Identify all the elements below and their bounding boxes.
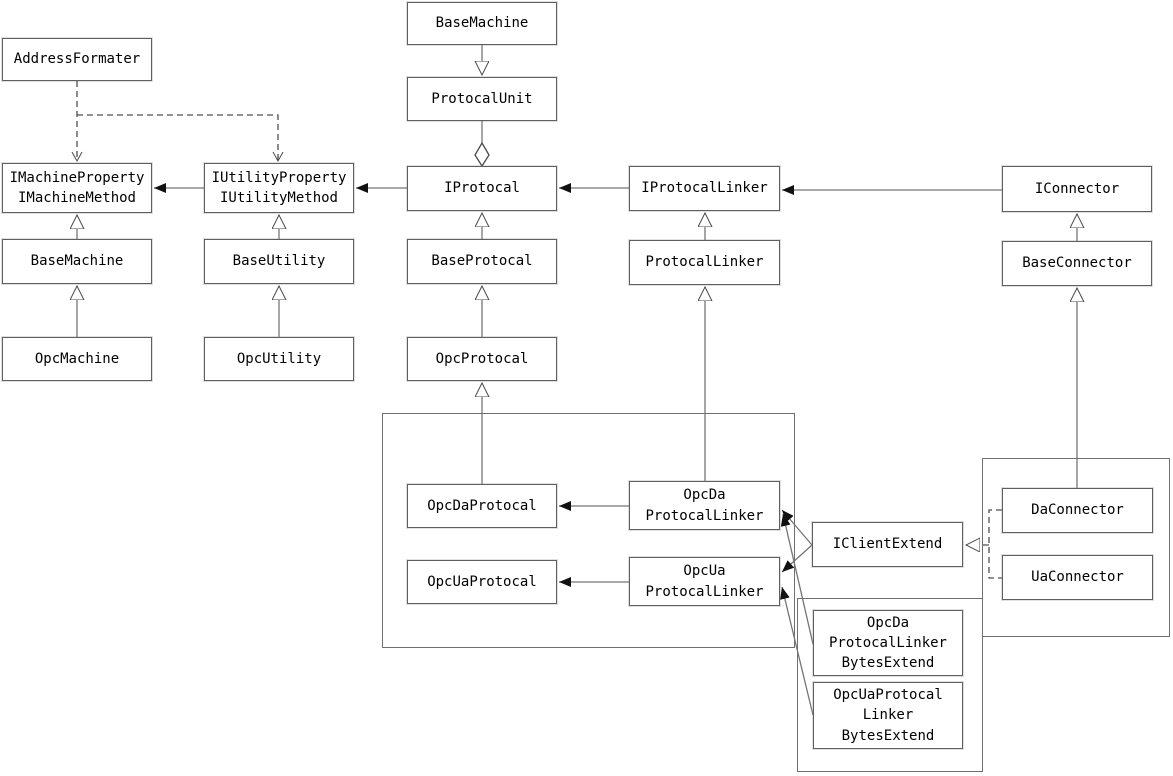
node-opcmachine: OpcMachine <box>2 337 152 381</box>
node-opcutility: OpcUtility <box>204 337 354 381</box>
node-opcdaprotocallinkerbytesextend: OpcDa ProtocalLinker BytesExtend <box>813 610 963 676</box>
node-opcdaprotocallinker: OpcDa ProtocalLinker <box>629 481 780 530</box>
node-addressformater: AddressFormater <box>2 38 152 81</box>
arrow-opcdabytes-to-opcdalinker <box>780 513 814 645</box>
node-baseutility: BaseUtility <box>204 239 354 284</box>
dependency-addressformater-to-iutility <box>77 114 284 163</box>
node-basemachine: BaseMachine <box>2 239 152 284</box>
container-bytes-extend-group <box>797 598 983 772</box>
node-opcprotocal: OpcProtocal <box>407 337 557 381</box>
aggregation-diamond <box>474 141 490 168</box>
node-protocalunit: ProtocalUnit <box>407 77 557 121</box>
node-baseprotocal: BaseProtocal <box>407 239 557 284</box>
node-uaconnector: UaConnector <box>1002 555 1153 600</box>
arrow-iclientextend-to-opcualinker <box>781 544 813 573</box>
container-connector-group <box>982 458 1170 637</box>
node-iprotocallinker: IProtocalLinker <box>629 166 780 211</box>
node-daconnector: DaConnector <box>1002 488 1153 533</box>
node-iprotocal: IProtocal <box>407 166 557 211</box>
node-basemachine-top: BaseMachine <box>407 2 557 45</box>
node-opcuaprotocallinkerbytesextend: OpcUaProtocal Linker BytesExtend <box>813 682 963 749</box>
node-baseconnector: BaseConnector <box>1002 241 1152 286</box>
node-opcdaprotocal: OpcDaProtocal <box>407 484 557 528</box>
node-protocallinker: ProtocalLinker <box>629 240 780 285</box>
node-iclientextend: IClientExtend <box>812 522 963 567</box>
node-opcuaprotocallinker: OpcUa ProtocalLinker <box>629 557 780 606</box>
arrow-opcuabytes-to-opcualinker <box>779 586 814 716</box>
node-imachineproperty: IMachineProperty IMachineMethod <box>2 163 152 213</box>
node-iutilityproperty: IUtilityProperty IUtilityMethod <box>204 163 354 213</box>
node-opcuaprotocal: OpcUaProtocal <box>407 560 557 604</box>
node-iconnector: IConnector <box>1002 166 1152 212</box>
realization-dashed-trunk <box>988 509 1002 579</box>
container-opc-protocal-group <box>382 413 795 648</box>
